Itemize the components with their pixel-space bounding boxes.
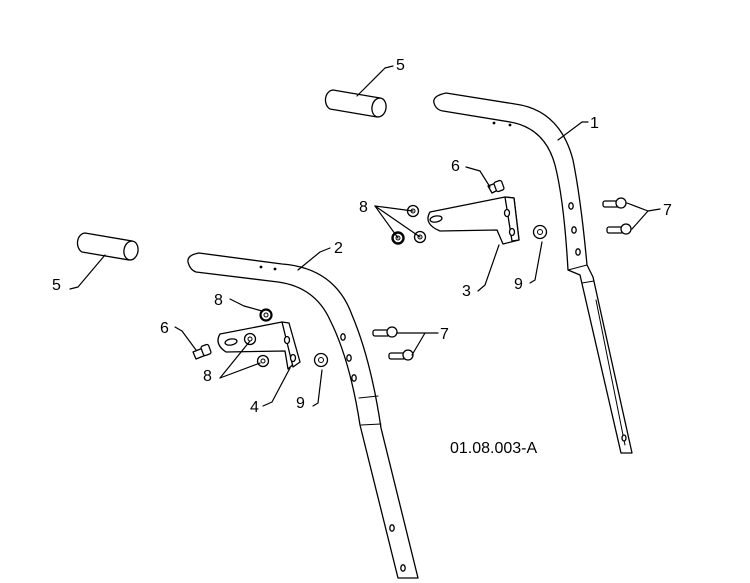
grip-tube-top xyxy=(324,89,387,118)
callout-8-lower-top: 8 xyxy=(214,292,223,309)
callout-labels: 5 1 6 8 7 3 9 2 5 8 6 7 8 4 9 xyxy=(52,57,672,416)
callout-8-lower: 8 xyxy=(203,368,212,385)
bolt-left xyxy=(192,343,212,360)
bolts-right xyxy=(602,197,632,235)
nuts-lower xyxy=(243,308,273,368)
callout-5-top: 5 xyxy=(396,57,405,74)
callout-6-left: 6 xyxy=(160,320,169,337)
callout-6-top: 6 xyxy=(451,158,460,175)
callout-2: 2 xyxy=(334,240,343,257)
bolt-top xyxy=(487,179,505,194)
callout-4: 4 xyxy=(250,399,259,416)
grip-tube-left xyxy=(76,232,139,261)
callout-5-left: 5 xyxy=(52,277,61,294)
bracket-upper xyxy=(427,196,520,245)
left-handle-tube xyxy=(187,252,419,579)
callout-3: 3 xyxy=(462,283,471,300)
right-handle-tube xyxy=(433,92,633,454)
washer-lower xyxy=(313,352,329,368)
bracket-lower xyxy=(217,321,301,370)
callout-8-top: 8 xyxy=(359,199,368,216)
callout-9-lower: 9 xyxy=(296,395,305,412)
drawing-number: 01.08.003-A xyxy=(450,440,538,457)
callout-7-lower: 7 xyxy=(440,326,449,343)
bolts-lower xyxy=(372,326,414,361)
callout-7-right: 7 xyxy=(663,202,672,219)
callout-1: 1 xyxy=(590,115,599,132)
washer-right xyxy=(532,224,548,240)
leader-lines xyxy=(69,65,661,407)
callout-9-right: 9 xyxy=(514,276,523,293)
